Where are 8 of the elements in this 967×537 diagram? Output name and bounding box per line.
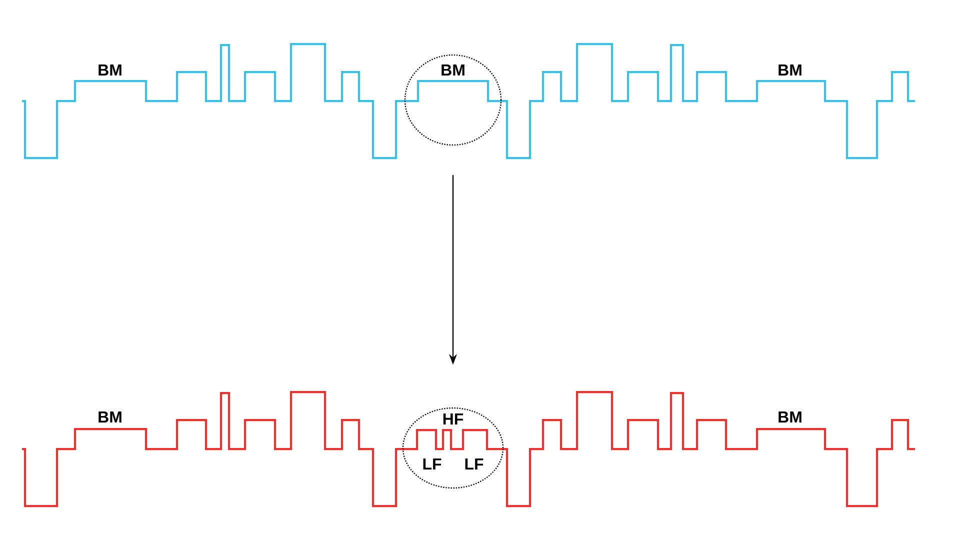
signal-label: LF: [423, 458, 442, 470]
signal-label: HF: [443, 414, 464, 424]
signal-label: BM: [98, 64, 122, 76]
signal-label: BM: [778, 64, 802, 76]
signal-label: BM: [442, 64, 464, 76]
signal-label: BM: [98, 412, 122, 422]
signal-label: LF: [465, 458, 484, 470]
signal-label: BM: [778, 412, 802, 422]
